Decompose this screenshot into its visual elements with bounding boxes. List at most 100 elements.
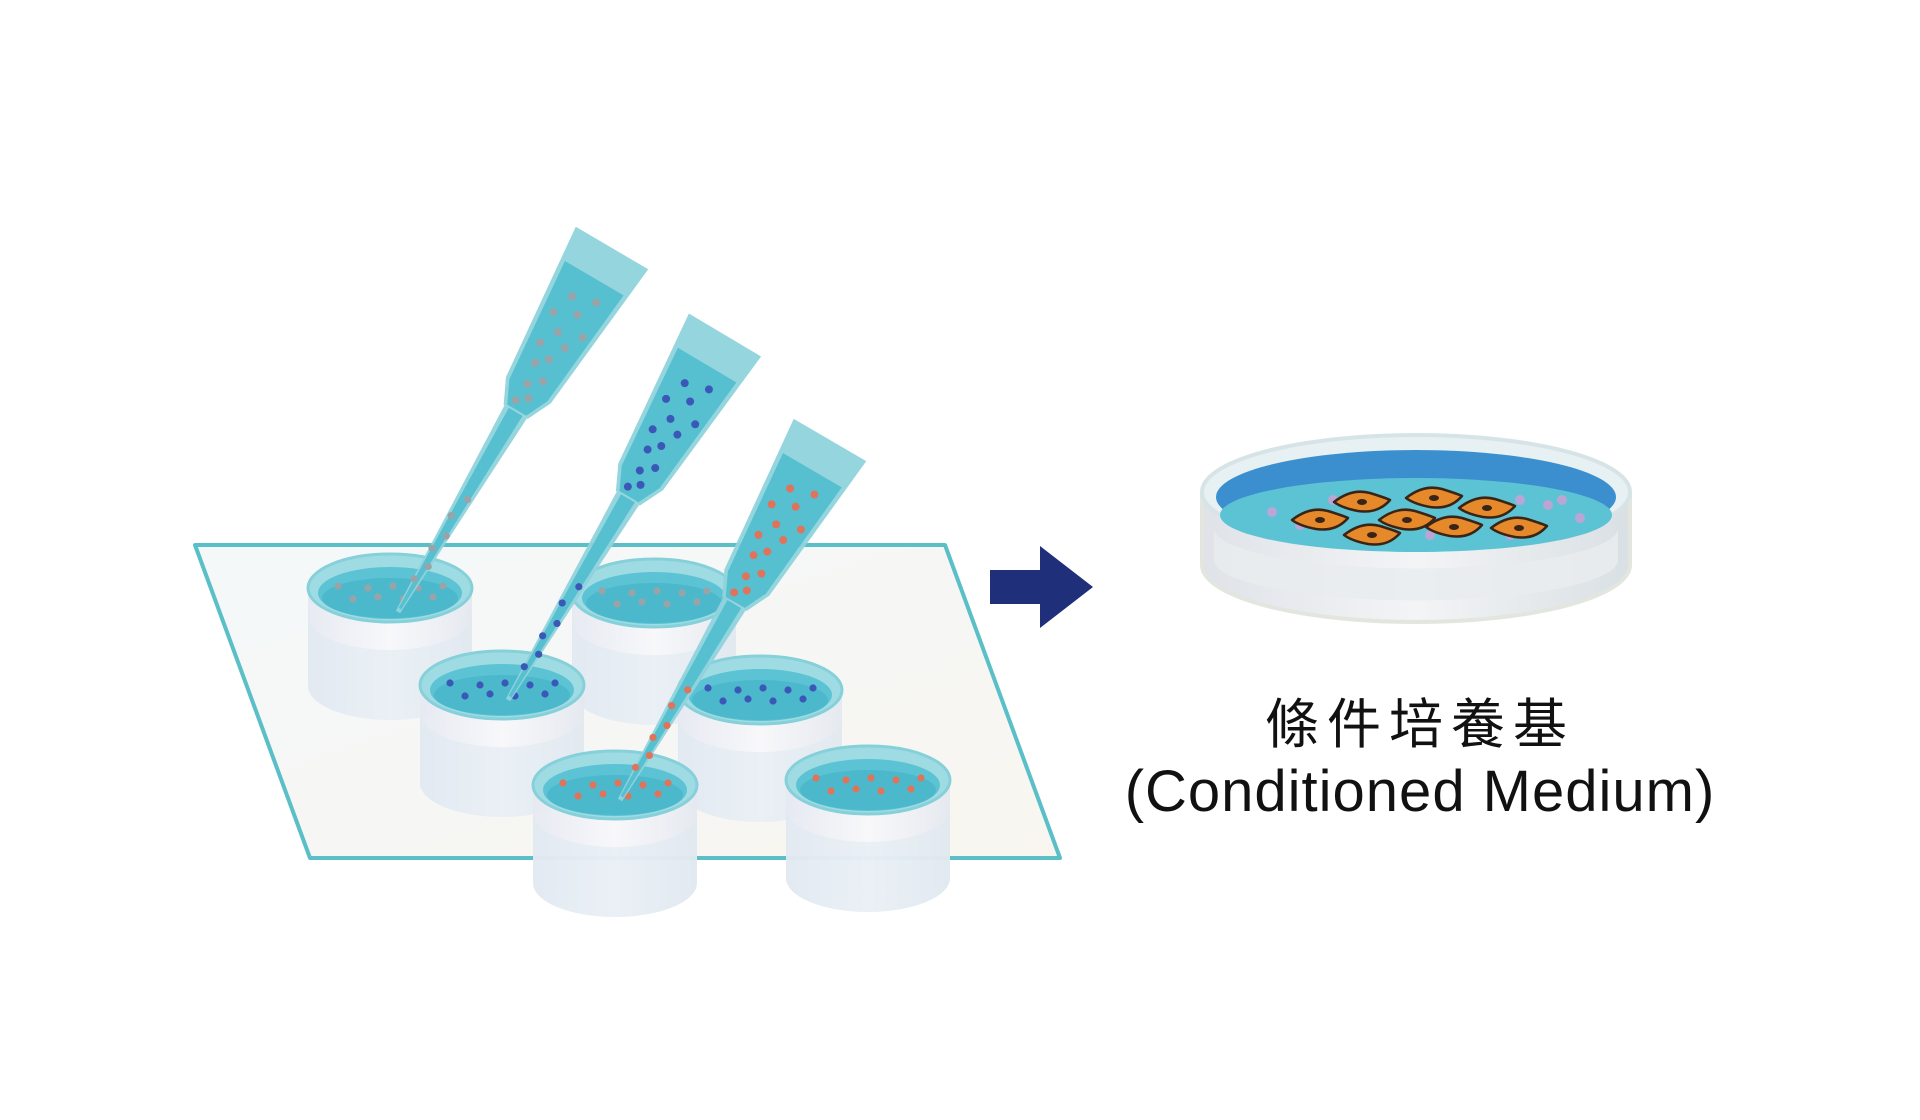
pipette-particle (523, 379, 532, 388)
pipette-particle (662, 394, 671, 403)
pipette-particle (511, 396, 520, 405)
pipette-particle (749, 551, 758, 560)
pipette-particle (575, 583, 583, 591)
well-particle (759, 684, 767, 692)
well-particle (439, 582, 447, 590)
cell (1404, 486, 1464, 509)
well-particle (599, 790, 607, 798)
well-particle (719, 697, 727, 705)
dish-particle (1425, 530, 1435, 540)
dish-particle (1575, 513, 1585, 523)
well-particle (461, 692, 469, 700)
dish-particle (1267, 507, 1277, 517)
pipette-particle (567, 292, 576, 301)
well-particle (559, 779, 567, 787)
well-particle (589, 781, 597, 789)
pipette-particle (520, 663, 528, 671)
pipette-particle (631, 763, 640, 771)
pipette-particle (779, 536, 788, 545)
cell (1424, 515, 1484, 538)
label-english: (Conditioned Medium) (1124, 759, 1716, 824)
pipette-particle (763, 547, 772, 556)
pipette-particle (772, 520, 781, 529)
pipette-particle (524, 394, 533, 403)
pipette-particle (767, 500, 776, 509)
pipette-particle (757, 569, 766, 578)
pipette-particle (791, 502, 800, 511)
pipette-particle (648, 425, 657, 434)
pipette-particle (558, 599, 566, 607)
pipette-particle (730, 588, 739, 597)
pipette-particle (663, 721, 671, 730)
well-particle (476, 681, 484, 689)
pipette-particle (684, 686, 692, 694)
pipette-particle (424, 562, 432, 571)
well-particle (613, 600, 621, 608)
pipette-particle (623, 482, 632, 491)
well-particle (744, 695, 752, 703)
pipette-particle (810, 490, 819, 499)
well (570, 557, 738, 725)
well-particle (693, 598, 701, 606)
well-particle (574, 792, 582, 800)
pipette-particle (635, 466, 644, 475)
petri-dish (1200, 433, 1632, 624)
well-particle (809, 684, 817, 692)
pipette-particle (553, 328, 562, 337)
well-plate (193, 543, 1062, 917)
well-particle (892, 776, 900, 784)
well-particle (812, 774, 820, 782)
well-particle (349, 595, 357, 603)
well-particle (852, 785, 860, 793)
pipette (395, 226, 649, 614)
well-particle (551, 679, 559, 687)
well-particle (653, 587, 661, 595)
cell (1377, 508, 1437, 531)
cell (1342, 523, 1402, 546)
well-particle (446, 679, 454, 687)
cell (1332, 490, 1392, 513)
pipette-particle (673, 430, 682, 439)
pipette-particle (531, 358, 540, 367)
well-particle (877, 787, 885, 795)
well-particle (638, 598, 646, 606)
pipette-particle (560, 343, 569, 352)
well-particle (501, 679, 509, 687)
cell (1489, 516, 1549, 539)
well-particle (374, 593, 382, 601)
pipette-particle (741, 572, 750, 581)
arrow-right-icon (990, 546, 1093, 628)
well-particle (784, 686, 792, 694)
well-particle (526, 681, 534, 689)
dish-particle (1557, 495, 1567, 505)
well-particle (663, 600, 671, 608)
pipette-particle (796, 525, 805, 534)
well-particle (654, 790, 662, 798)
well (784, 744, 952, 912)
well-particle (429, 593, 437, 601)
well (531, 749, 699, 917)
well-particle (703, 587, 711, 595)
well-particle (842, 776, 850, 784)
pipette-particle (704, 385, 713, 394)
pipette-particle (667, 701, 676, 710)
well-particle (541, 690, 549, 698)
well-particle (628, 589, 636, 597)
pipette-particle (464, 495, 472, 504)
pipette-particle (742, 586, 751, 595)
pipette-particle (666, 414, 675, 423)
pipette-particle (651, 464, 660, 473)
well-particle (639, 781, 647, 789)
pipette-particle (643, 445, 652, 454)
dish-particle (1515, 495, 1525, 505)
pipette-particle (544, 355, 553, 364)
well-particle (907, 785, 915, 793)
pipette-particle (578, 333, 587, 342)
well-particle (867, 774, 875, 782)
well-particle (664, 779, 672, 787)
dish-particle (1543, 500, 1553, 510)
pipette-particle (680, 379, 689, 388)
well-particle (917, 774, 925, 782)
